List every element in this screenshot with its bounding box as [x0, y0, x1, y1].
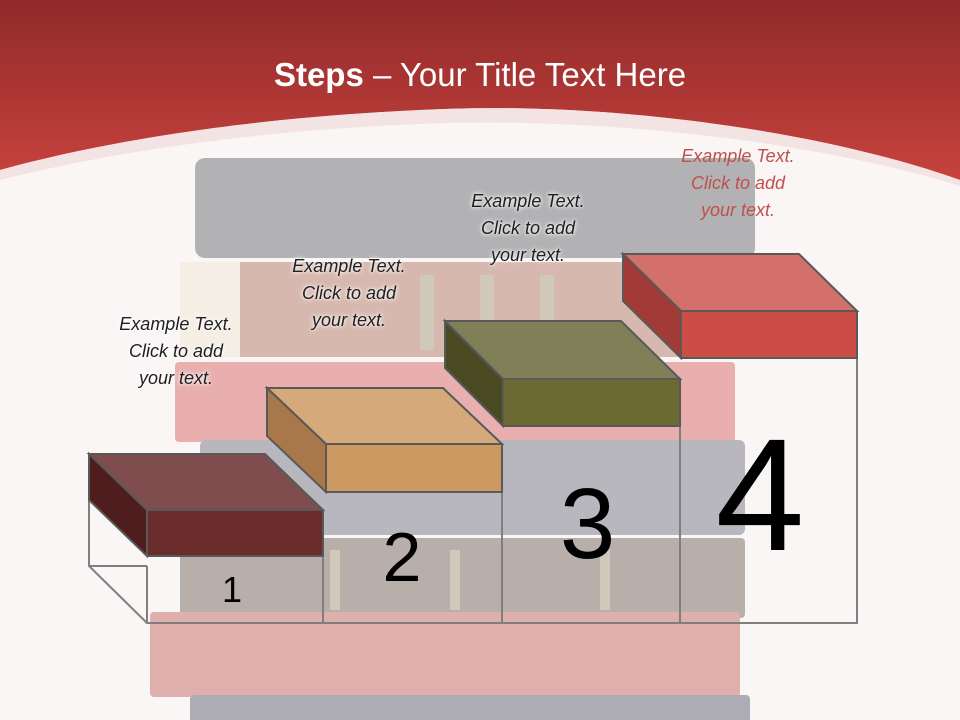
step-4-number: 4: [715, 405, 805, 584]
step-1-caption-line-1: Example Text.: [119, 314, 233, 334]
slide-title[interactable]: Steps – Your Title Text Here: [0, 56, 960, 94]
step-2-caption-line-1: Example Text.: [292, 256, 406, 276]
step-3-caption-line-2: Click to add: [480, 218, 576, 238]
step-3-number: 3: [559, 468, 616, 580]
header-banner: [0, 0, 960, 186]
step-4-outline: [680, 358, 858, 624]
title-bold: Steps: [273, 56, 364, 93]
step-3-box: [442, 318, 683, 429]
step-2-caption-line-3: your text.: [311, 310, 387, 330]
step-2-caption[interactable]: Example Text. Click to add your text.: [259, 253, 439, 334]
step-4-caption[interactable]: Example Text. Click to add your text.: [648, 143, 828, 224]
step-2-caption-line-2: Click to add: [301, 283, 397, 303]
step-1-caption-line-2: Click to add: [128, 341, 224, 361]
step-4-caption-line-2: Click to add: [690, 173, 786, 193]
step-4-caption-line-3: your text.: [700, 200, 776, 220]
step-1-box: [86, 451, 326, 559]
step-3-caption[interactable]: Example Text. Click to add your text.: [438, 188, 618, 269]
step-3-caption-line-1: Example Text.: [471, 191, 585, 211]
title-rest: – Your Title Text Here: [363, 56, 687, 93]
step-4-caption-line-1: Example Text.: [681, 146, 795, 166]
step-4-box: [620, 251, 860, 361]
step-2-box: [264, 385, 505, 495]
step-1-caption[interactable]: Example Text. Click to add your text.: [86, 311, 266, 392]
step-1-number: 1: [221, 569, 243, 610]
step-1-caption-line-3: your text.: [138, 368, 214, 388]
step-2-number: 2: [382, 518, 422, 596]
step-3-caption-line-3: your text.: [490, 245, 566, 265]
